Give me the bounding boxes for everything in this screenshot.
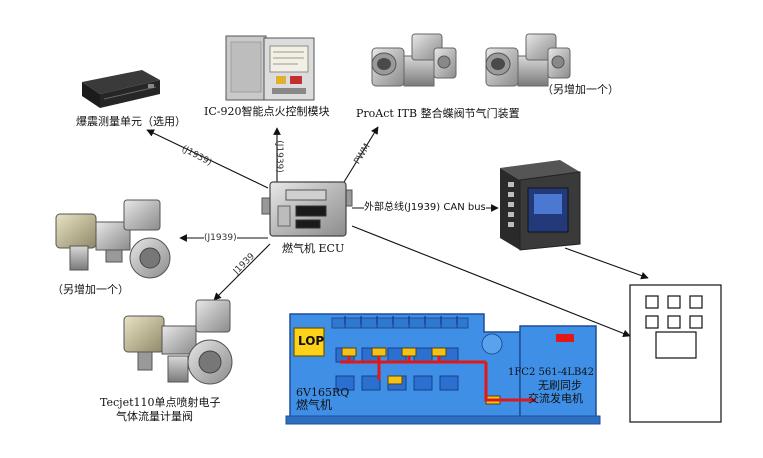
ic920-label: IC-920智能点火控制模块 [204, 105, 330, 118]
line-ecu-knock [146, 129, 269, 189]
ignition-module-icon [225, 35, 315, 101]
ecu-icon [261, 181, 353, 237]
add-one-top-label: （另增加一个） [542, 83, 619, 96]
engine-name-label: 燃气机 [296, 398, 333, 412]
tecjet-label-line1: Tecjet110单点喷射电子 [100, 396, 221, 409]
add-one-left-label: （另增加一个） [52, 283, 129, 296]
display-controller-icon [500, 160, 581, 251]
conn-left-label: (J1939) [204, 232, 237, 245]
knock-sensor-box-icon [82, 70, 160, 108]
can-bus-label: 外部总线(J1939) CAN bus [364, 201, 486, 214]
control-cabinet-icon [629, 284, 722, 423]
itb-valve-icon-second [485, 33, 571, 87]
knock-unit-label: 爆震测量单元（选用） [76, 115, 186, 128]
line-ecu-cabinet [351, 225, 631, 338]
tecjet-label-line2: 气体流量计量阀 [116, 410, 193, 423]
ecu-label: 燃气机 ECU [282, 242, 345, 255]
itb-valve-icon [371, 33, 457, 87]
itb-label: ProAct ITB 整合蝶阀节气门装置 [356, 107, 520, 120]
line-ecu-itb [343, 126, 379, 183]
generator-label-line2: 交流发电机 [528, 392, 583, 405]
lop-label: LOP [298, 334, 325, 348]
line-ecu-tecjet [213, 243, 271, 301]
tecjet-valve-icon-second [123, 299, 233, 385]
conn-ic920-label: (J1939) [273, 140, 284, 173]
tecjet-valve-icon [55, 199, 171, 279]
generator-label-line1: 无刷同步 [538, 379, 582, 392]
generator-model-label: 1FC2 561-4LB42 [508, 367, 595, 378]
line-display-cabinet [564, 247, 649, 280]
engine-model-label: 6V165RQ [296, 386, 350, 399]
engine-generator-icon [285, 313, 601, 425]
